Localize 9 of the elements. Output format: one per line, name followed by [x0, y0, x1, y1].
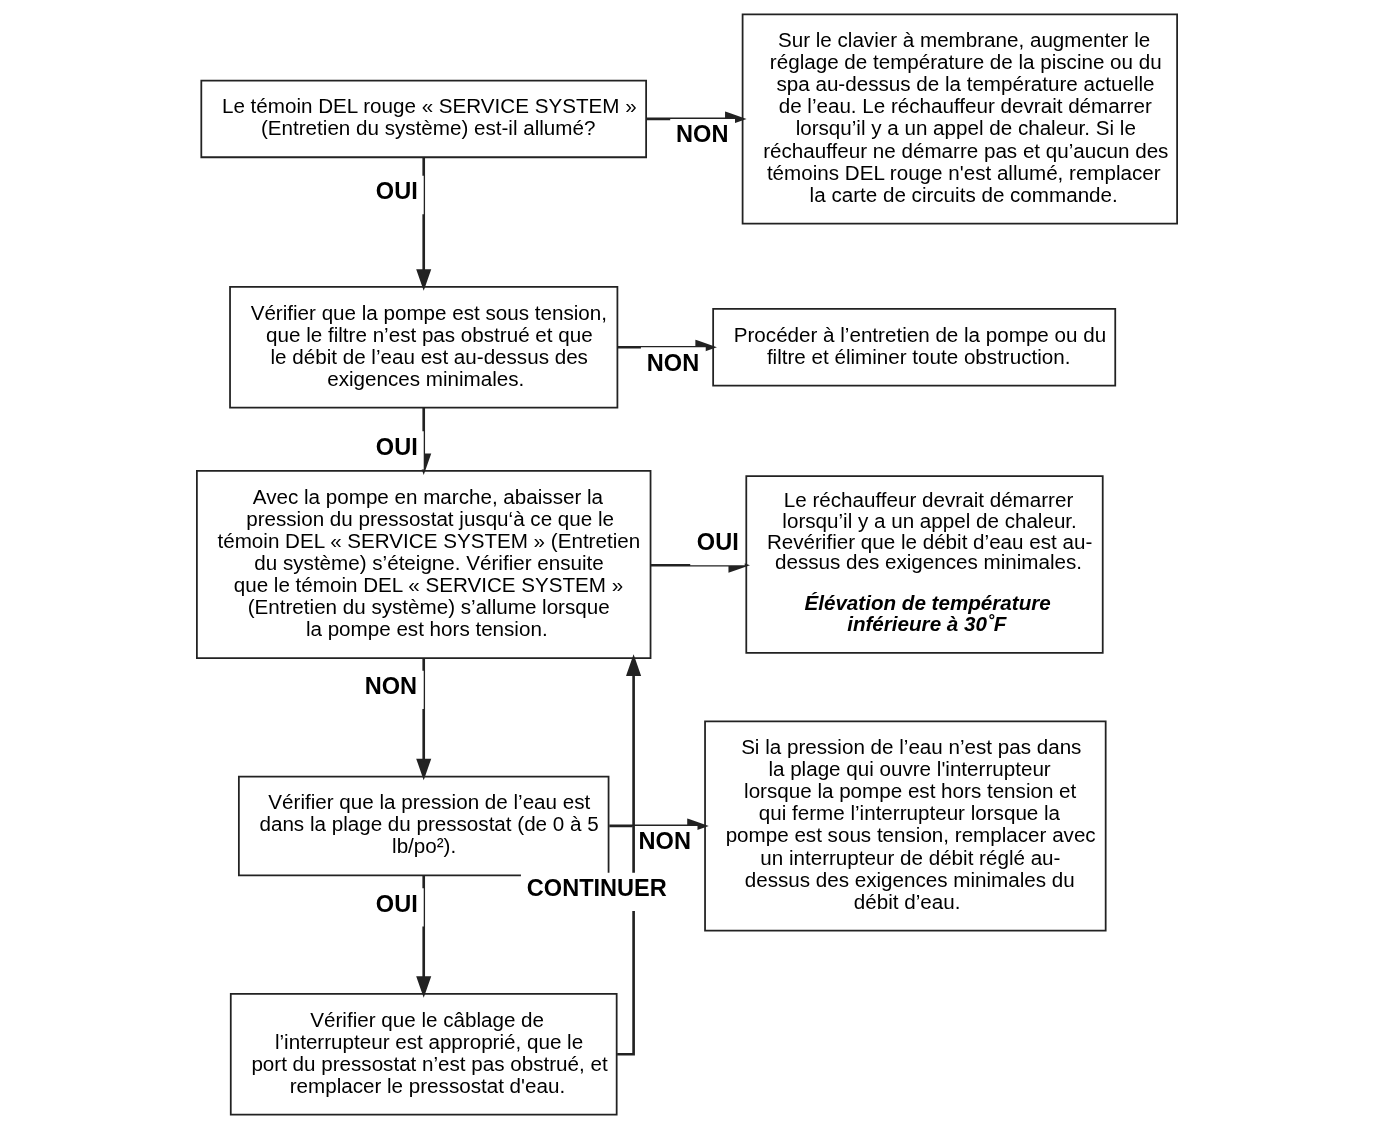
- edge-label: OUI: [375, 178, 418, 205]
- edge-label: NON: [638, 828, 691, 855]
- edge-label: NON: [676, 121, 729, 148]
- edge-label: OUI: [375, 433, 418, 460]
- edge-label: NON: [646, 349, 700, 376]
- edge-label: OUI: [375, 890, 418, 917]
- edge-label: OUI: [696, 529, 739, 556]
- edge-label: CONTINUER: [526, 874, 667, 901]
- edge-label: NON: [364, 673, 418, 700]
